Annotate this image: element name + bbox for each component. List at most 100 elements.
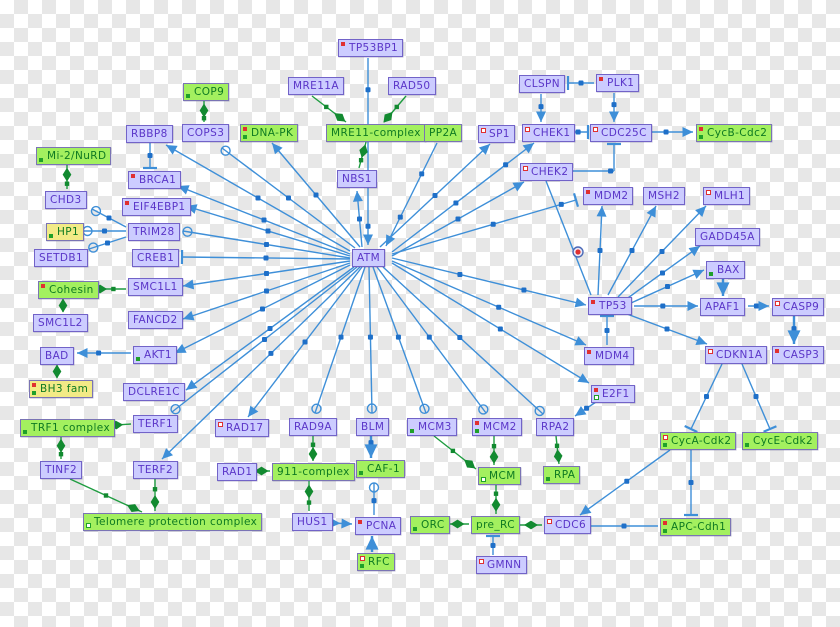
node-cdc25c[interactable]: CDC25C	[590, 124, 652, 142]
node-mlh1[interactable]: MLH1	[703, 187, 751, 205]
red-marker	[587, 350, 591, 354]
interaction-edge	[391, 257, 587, 308]
arrowhead	[787, 330, 801, 344]
node-chek2[interactable]: CHEK2	[520, 163, 574, 181]
node-terf1[interactable]: TERF1	[133, 415, 179, 433]
node-e2f1[interactable]: E2F1	[591, 385, 635, 403]
arrowhead	[580, 504, 592, 515]
green-marker	[49, 234, 53, 238]
node-mdm4[interactable]: MDM4	[584, 347, 635, 365]
node-atm[interactable]: ATM	[352, 249, 386, 267]
node-casp9[interactable]: CASP9	[772, 298, 825, 316]
red-outline-marker	[525, 127, 530, 132]
node-clspn[interactable]: CLSPN	[519, 75, 566, 93]
node-cohesin[interactable]: Cohesin	[38, 281, 99, 299]
node-smc1l1[interactable]: SMC1L1	[128, 278, 183, 296]
node-label: pre_RC	[476, 518, 515, 531]
node-gadd45a[interactable]: GADD45A	[695, 228, 760, 246]
node-telomere-protection-complex[interactable]: Telomere protection complex	[83, 513, 263, 531]
interaction-edge	[385, 142, 438, 247]
green-marker	[136, 357, 140, 361]
node-pcna[interactable]: PCNA	[355, 517, 402, 535]
node-dna-pk[interactable]: DNA-PK	[240, 124, 299, 142]
node-mcm3[interactable]: MCM3	[407, 418, 457, 436]
complex-edge	[308, 436, 318, 461]
node-chek1[interactable]: CHEK1	[522, 124, 576, 142]
node-rad50[interactable]: RAD50	[388, 77, 436, 95]
node-rpa[interactable]: RPA	[543, 466, 581, 484]
node-cdc6[interactable]: CDC6	[544, 516, 592, 534]
node-mre11a[interactable]: MRE11A	[288, 77, 344, 95]
node-trim28[interactable]: TRIM28	[128, 223, 180, 241]
node-tp53bp1[interactable]: TP53BP1	[338, 39, 404, 57]
node-mdm2[interactable]: MDM2	[583, 187, 634, 205]
node-chd3[interactable]: CHD3	[45, 191, 87, 209]
node-caf-1[interactable]: CAF-1	[356, 460, 406, 478]
node-creb1[interactable]: CREB1	[132, 249, 180, 267]
node-setdb1[interactable]: SETDB1	[34, 249, 89, 267]
node-eif4ebp1[interactable]: EIF4EBP1	[122, 198, 191, 216]
node-rbbp8[interactable]: RBBP8	[126, 125, 173, 143]
arrowhead	[577, 373, 589, 383]
node-hp1[interactable]: HP1	[46, 223, 85, 241]
node-bad[interactable]: BAD	[40, 347, 74, 365]
node-label: APAF1	[705, 300, 740, 313]
node-rfc[interactable]: RFC	[357, 553, 395, 571]
complex-edge	[69, 478, 143, 513]
node-mcm[interactable]: MCM	[478, 467, 521, 485]
node-rad17[interactable]: RAD17	[215, 419, 269, 437]
interaction-edge	[364, 436, 378, 458]
node-blm[interactable]: BLM	[356, 418, 390, 436]
complex-dot	[310, 442, 316, 447]
edge-dot	[624, 478, 630, 484]
node-rpa2[interactable]: RPA2	[536, 418, 575, 436]
node-mi2-nurd[interactable]: Mi-2/NuRD	[36, 147, 112, 165]
node-bh3-fam[interactable]: BH3 fam	[29, 380, 94, 398]
complex-diamond	[464, 459, 476, 469]
node-mcm2[interactable]: MCM2	[472, 418, 522, 436]
interaction-edge	[311, 266, 366, 414]
node-sp1[interactable]: SP1	[478, 125, 515, 143]
node-nbs1[interactable]: NBS1	[337, 170, 377, 188]
edge-dot	[432, 193, 438, 198]
node-label: ATM	[357, 251, 381, 264]
node-trf1-complex[interactable]: TRF1 complex	[20, 419, 116, 437]
node-apc-cdh1[interactable]: APC-Cdh1	[660, 518, 732, 536]
node-msh2[interactable]: MSH2	[643, 187, 685, 205]
node-mre11-complex[interactable]: MRE11-complex	[326, 124, 426, 142]
node-plk1[interactable]: PLK1	[596, 74, 640, 92]
node-casp3[interactable]: CASP3	[772, 346, 825, 364]
node-brca1[interactable]: BRCA1	[128, 171, 182, 189]
node-pre-rc[interactable]: pre_RC	[471, 516, 520, 534]
complex-diamond	[150, 495, 160, 510]
complex-edge	[52, 364, 62, 379]
node-akt1[interactable]: AKT1	[133, 346, 177, 364]
node-rad9a[interactable]: RAD9A	[289, 418, 338, 436]
node-cyce-cdk2[interactable]: CycE-Cdk2	[742, 432, 819, 450]
node-tinf2[interactable]: TINF2	[40, 461, 83, 479]
node-cyca-cdk2[interactable]: CycA-Cdk2	[660, 432, 737, 450]
complex-edge	[199, 101, 209, 122]
node-terf2[interactable]: TERF2	[133, 461, 179, 479]
node-gmnn[interactable]: GMNN	[476, 556, 527, 574]
node-pp2a[interactable]: PP2A	[424, 124, 463, 142]
circle-endpoint	[311, 403, 322, 414]
node-smc1l2[interactable]: SMC1L2	[33, 314, 88, 332]
node-hus1[interactable]: HUS1	[292, 513, 333, 531]
interaction-edge	[88, 236, 127, 253]
node-dclre1c[interactable]: DCLRE1C	[123, 383, 186, 401]
node-bax[interactable]: BAX	[706, 261, 745, 279]
node-cop9[interactable]: COP9	[183, 83, 230, 101]
node-cycb-cdc2[interactable]: CycB-Cdc2	[696, 124, 773, 142]
node-rad1[interactable]: RAD1	[217, 463, 258, 481]
node-apaf1[interactable]: APAF1	[700, 298, 745, 316]
node-cdkn1a[interactable]: CDKN1A	[705, 346, 768, 364]
node-label: CDC25C	[601, 126, 647, 139]
complex-diamond	[491, 497, 501, 512]
node-tp53[interactable]: TP53	[588, 297, 632, 315]
node-complex-911[interactable]: 911-complex	[272, 463, 355, 481]
node-orc[interactable]: ORC	[410, 516, 450, 534]
node-fancd2[interactable]: FANCD2	[128, 311, 183, 329]
node-cops3[interactable]: COPS3	[182, 124, 230, 142]
red-outline-marker	[547, 519, 552, 524]
